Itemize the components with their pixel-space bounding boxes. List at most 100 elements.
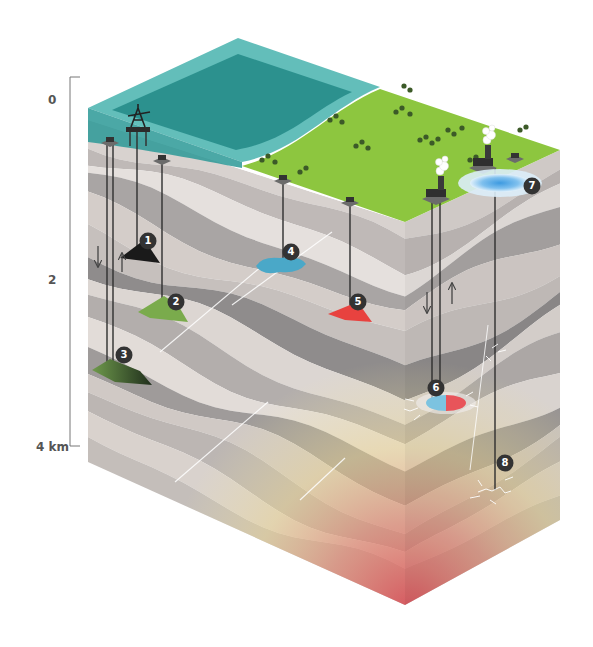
well-bore	[106, 142, 107, 372]
geothermal-plant	[422, 156, 450, 205]
well-bore	[112, 142, 113, 370]
callout-number: 4	[282, 243, 300, 261]
scale-label: 4 km	[36, 440, 69, 454]
tree	[407, 87, 412, 92]
well-pad	[274, 175, 292, 185]
fault-line	[232, 232, 332, 305]
tree	[517, 127, 522, 132]
well-bore	[349, 202, 350, 312]
callout-disc	[497, 455, 514, 472]
callout-number: 5	[349, 293, 367, 311]
tree	[423, 134, 428, 139]
reservoirs	[92, 169, 542, 414]
tree	[393, 109, 398, 114]
tree	[353, 143, 358, 148]
callout-text: 7	[523, 177, 541, 195]
tree	[297, 169, 302, 174]
callout-disc	[283, 244, 300, 261]
scale-label: 2	[48, 273, 56, 287]
callout-number: 2	[167, 293, 185, 311]
wellhead	[106, 137, 114, 142]
fault-line	[160, 266, 262, 352]
callout-text: 2	[167, 293, 185, 311]
well-bore	[161, 160, 162, 308]
tree	[429, 140, 434, 145]
well-bore	[494, 168, 495, 490]
callout-number: 7	[523, 177, 541, 195]
fault-line	[175, 402, 268, 482]
callout-text: 6	[427, 379, 445, 397]
well-bore	[136, 130, 137, 252]
tree	[399, 105, 404, 110]
tree	[272, 159, 277, 164]
well-bore	[439, 200, 440, 398]
well-pad	[341, 197, 359, 207]
callout-text: 4	[282, 243, 300, 261]
tree	[259, 157, 264, 162]
tree	[435, 136, 440, 141]
tree	[401, 83, 406, 88]
well-bore	[431, 200, 432, 398]
callout-text: 8	[496, 454, 514, 472]
tree	[339, 119, 344, 124]
callout-number: 3	[115, 346, 133, 364]
callout-text: 5	[349, 293, 367, 311]
geothermal-plant	[469, 125, 497, 174]
callout-number: 6	[427, 379, 445, 397]
cold-side	[426, 395, 446, 411]
flow-arrow	[121, 254, 122, 272]
flow-arrow	[451, 284, 452, 304]
wellhead	[158, 155, 166, 160]
wellhead	[346, 197, 354, 202]
scale-label: 0	[48, 93, 56, 107]
aquifer	[470, 174, 530, 192]
callout-number: 1	[139, 232, 157, 250]
fracture-lines	[486, 344, 506, 361]
tree	[523, 124, 528, 129]
callout-number: 8	[496, 454, 514, 472]
sea-water-front	[88, 108, 242, 168]
fracture-lines	[404, 392, 478, 420]
hot-side	[446, 395, 466, 411]
well-pad	[506, 153, 524, 163]
flow-arrow	[426, 292, 427, 312]
wellhead	[279, 175, 287, 180]
fracture-lines	[470, 477, 513, 504]
tree	[445, 127, 450, 132]
water-reservoir	[256, 257, 306, 273]
callout-disc	[428, 380, 445, 397]
tree	[417, 137, 422, 142]
tree	[459, 125, 464, 130]
callout-disc	[524, 178, 541, 195]
tree	[359, 139, 364, 144]
wellhead	[511, 153, 519, 158]
tree	[451, 131, 456, 136]
tree	[327, 117, 332, 122]
tree	[467, 157, 472, 162]
well-pad	[153, 155, 171, 165]
callout-text: 3	[115, 346, 133, 364]
fault-line	[300, 458, 345, 500]
fault-line	[470, 325, 488, 470]
tree	[365, 145, 370, 150]
tree	[333, 113, 338, 118]
tree	[303, 165, 308, 170]
callout-disc	[140, 233, 157, 250]
callout-text: 1	[139, 232, 157, 250]
aquifer-halo	[458, 169, 542, 197]
depth-scale	[70, 77, 80, 446]
flow-arrow	[97, 246, 98, 266]
offshore-platform	[126, 104, 150, 146]
well-pad	[101, 137, 119, 147]
heat-reservoir	[328, 305, 372, 322]
callout-disc	[168, 294, 185, 311]
tree	[407, 111, 412, 116]
callout-disc	[350, 294, 367, 311]
callout-disc	[116, 347, 133, 364]
